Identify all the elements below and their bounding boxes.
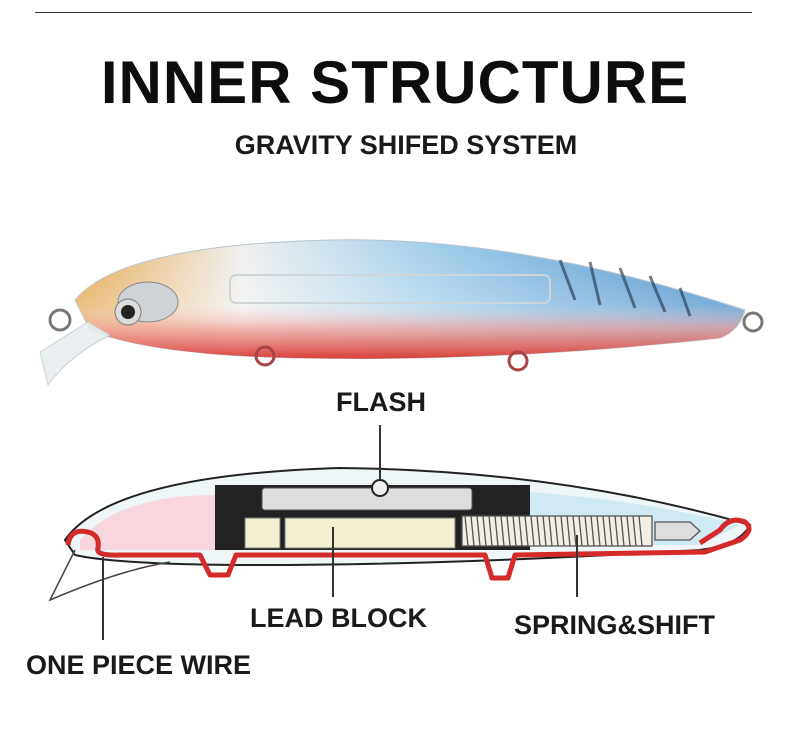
- belly-ring-front: [254, 345, 276, 367]
- lure-cutaway: [48, 425, 752, 640]
- page-subtitle: GRAVITY SHIFED SYSTEM: [234, 130, 578, 160]
- one-piece-wire: [65, 517, 752, 581]
- label-one-piece-wire: ONE PIECE WIRE: [26, 650, 252, 680]
- label-flash: FLASH: [336, 387, 426, 417]
- eye: [114, 281, 179, 326]
- spring: [461, 515, 701, 547]
- tail-ring: [742, 311, 764, 333]
- belly-ring-rear: [507, 350, 529, 372]
- lure-photo: [39, 239, 764, 387]
- top-divider: [35, 12, 752, 13]
- lip-outline: [48, 549, 171, 602]
- page-title: INNER STRUCTURE: [100, 49, 690, 116]
- label-spring-shift: SPRING&SHIFT: [514, 610, 716, 640]
- label-lead-block: LEAD BLOCK: [250, 603, 427, 633]
- lip: [39, 321, 112, 387]
- lead-block: [284, 517, 456, 549]
- line-tie-ring: [48, 308, 72, 332]
- flash-plate: [261, 487, 473, 511]
